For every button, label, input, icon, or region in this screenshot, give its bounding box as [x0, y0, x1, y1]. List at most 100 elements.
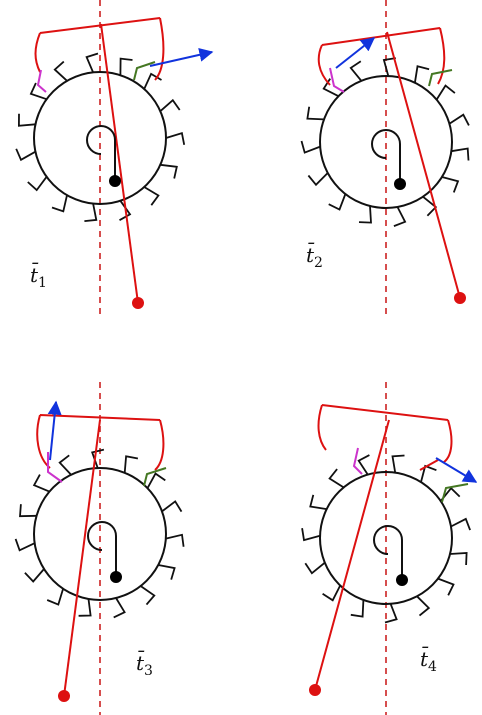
wheel-tooth — [304, 562, 326, 575]
wheel-tooth — [27, 176, 48, 192]
wheel-tooth — [165, 131, 186, 145]
wheel-tooth — [119, 200, 132, 221]
exit-pallet — [428, 69, 453, 87]
wheel-tooth — [24, 568, 45, 583]
pendulum-rod — [100, 23, 139, 304]
entry-pallet — [352, 447, 363, 475]
pendulum-bob — [132, 297, 144, 309]
wheel-tooth — [416, 595, 431, 617]
wheel-tooth — [29, 82, 47, 101]
wheel-tooth — [14, 538, 35, 552]
wheel-tooth — [85, 52, 99, 73]
wheel-tooth — [391, 454, 405, 473]
pivot-weight — [396, 574, 408, 586]
entry-pallet — [47, 452, 63, 483]
pivot-weight — [110, 571, 122, 583]
wheel-tooth — [382, 57, 396, 77]
wheel-tooth — [146, 472, 166, 489]
wheel-tooth — [78, 598, 92, 617]
wheel-tooth — [143, 72, 162, 90]
pivot-weight — [394, 178, 406, 190]
panel-3-label: t̄3 — [136, 650, 153, 679]
wheel-tooth — [140, 585, 156, 606]
wheel-tooth — [437, 577, 455, 596]
wheel-tooth — [300, 140, 321, 154]
wheel-tooth — [384, 603, 398, 624]
wheel-tooth — [322, 585, 342, 602]
force-arrow — [335, 37, 376, 69]
entry-pallet — [329, 67, 345, 93]
wheel-tooth — [358, 205, 372, 224]
exit-pallet — [441, 483, 469, 503]
wheel-tooth — [441, 176, 460, 193]
anchor-arms — [34, 17, 165, 81]
wheel-tooth — [123, 455, 139, 473]
anchor-arms — [317, 27, 446, 86]
wheel-tooth — [301, 528, 321, 542]
panel-2: t̄2 — [300, 0, 470, 315]
wheel-tooth — [17, 113, 36, 127]
wheel-rim — [33, 467, 167, 601]
wheel-tooth — [165, 533, 185, 547]
wheel-tooth — [119, 57, 133, 76]
pendulum-rod — [314, 419, 390, 691]
escape-wheel — [14, 448, 185, 619]
wheel-tooth — [435, 84, 456, 101]
pivot-loop — [373, 525, 403, 578]
entry-pallet — [36, 69, 47, 93]
pivot-loop — [86, 125, 116, 178]
wheel-tooth — [160, 163, 178, 179]
anchor-arms — [317, 404, 453, 463]
wheel-tooth — [414, 65, 430, 83]
escape-wheel — [300, 57, 470, 227]
wheel-tooth — [15, 148, 36, 162]
wheel-tooth — [448, 113, 470, 126]
wheel-rim — [319, 75, 453, 209]
pendulum-rod — [386, 31, 461, 299]
wheel-tooth — [328, 193, 347, 211]
wheel-tooth — [46, 588, 64, 606]
wheel-tooth — [449, 552, 468, 566]
panel-4-label: t̄4 — [420, 646, 437, 675]
pendulum-bob — [454, 292, 466, 304]
wheel-tooth — [84, 203, 98, 222]
panel-3: t̄3 — [14, 382, 185, 715]
pivot-weight — [109, 175, 121, 187]
wheel-tooth — [58, 454, 72, 476]
panel-4: t̄4 — [301, 382, 478, 715]
panel-1-label: t̄1 — [30, 262, 47, 291]
wheel-tooth — [307, 172, 329, 187]
wheel-tooth — [306, 106, 325, 121]
wheel-tooth — [328, 468, 345, 489]
wheel-tooth — [309, 494, 327, 510]
wheel-tooth — [350, 599, 365, 618]
wheel-tooth — [357, 454, 370, 476]
force-arrow — [435, 457, 478, 483]
escape-wheel — [15, 52, 186, 222]
wheel-tooth — [349, 60, 362, 82]
wheel-tooth — [159, 98, 181, 112]
wheel-tooth — [143, 186, 160, 206]
force-arrow — [149, 47, 214, 67]
wheel-tooth — [113, 597, 126, 619]
pivot-loop — [371, 129, 401, 182]
force-arrow — [47, 400, 62, 461]
wheel-tooth — [158, 564, 176, 580]
escape-wheel — [301, 454, 471, 624]
panel-2-label: t̄2 — [306, 242, 323, 271]
wheel-tooth — [51, 194, 68, 213]
wheel-tooth — [393, 206, 407, 227]
exit-pallet-red — [419, 459, 439, 471]
wheel-tooth — [451, 147, 470, 161]
exit-pallet — [143, 467, 167, 487]
pendulum-bob — [309, 684, 321, 696]
exit-pallet — [133, 61, 156, 81]
wheel-tooth — [91, 448, 105, 469]
pendulum-rod — [63, 419, 101, 697]
wheel-tooth — [450, 517, 471, 531]
wheel-tooth — [19, 504, 37, 518]
pivot-loop — [87, 521, 117, 574]
wheel-tooth — [32, 474, 50, 493]
wheel-tooth — [53, 60, 68, 82]
